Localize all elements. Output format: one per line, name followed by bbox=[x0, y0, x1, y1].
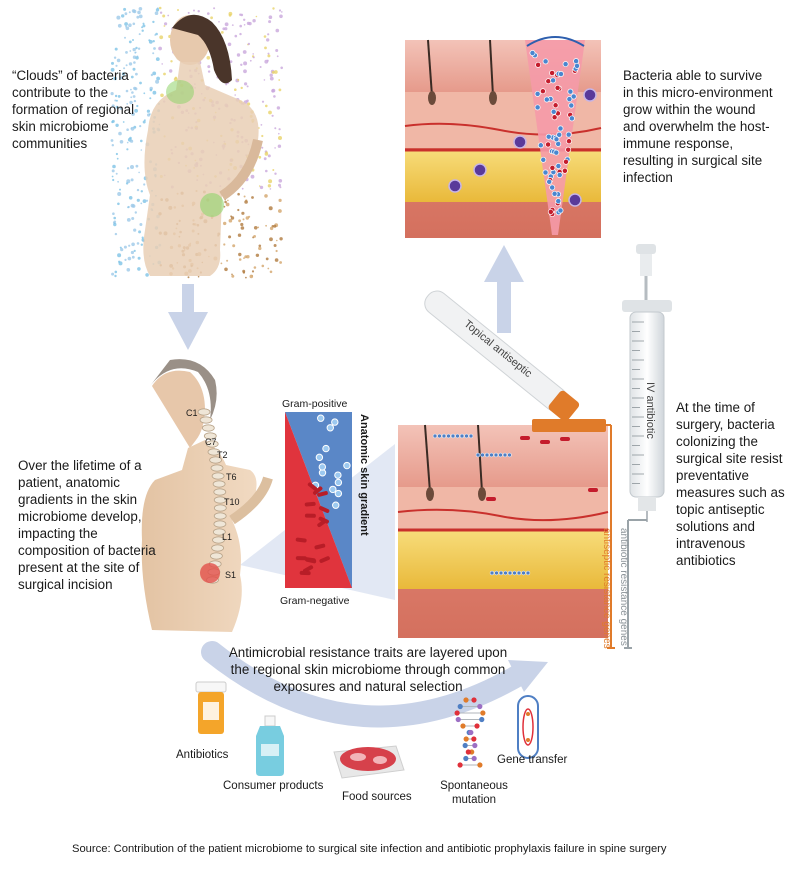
woman-bacteria-clouds bbox=[110, 6, 284, 279]
spine-label-l1: L1 bbox=[222, 532, 233, 542]
caption-surgery-resistance: At the time of surgery, bacteria coloniz… bbox=[676, 400, 785, 568]
gram-negative-label: Gram-negative bbox=[280, 595, 350, 607]
caption-bacteria-clouds: “Clouds” of bacteria contribute to the f… bbox=[12, 68, 135, 151]
spine-label-s1: S1 bbox=[225, 570, 237, 580]
gene-transfer-plasmid-icon bbox=[517, 695, 539, 759]
consumer-products-bottle-icon bbox=[256, 715, 284, 776]
antiseptic-gene-line bbox=[606, 424, 615, 649]
consumer-products-label: Consumer products bbox=[223, 780, 324, 792]
iv-antibiotic-syringe bbox=[622, 244, 672, 522]
antibiotic-gene-line bbox=[624, 519, 647, 649]
source-citation: Source: Contribution of the patient micr… bbox=[72, 843, 667, 855]
spine-label-t10: T10 bbox=[224, 497, 240, 507]
food-sources-label: Food sources bbox=[342, 791, 412, 803]
antibiotics-pill-bottle-icon bbox=[195, 681, 227, 734]
gram-gradient-panel bbox=[285, 412, 352, 588]
gradient-axis-label: Anatomic skin gradient bbox=[358, 414, 370, 536]
older-patient-spine bbox=[141, 359, 273, 632]
antibiotic-genes-label: antibiotic resistance genes bbox=[618, 528, 629, 646]
iv-antibiotic-label: IV antibiotic bbox=[644, 382, 656, 439]
surgical-site-skin-section bbox=[397, 419, 609, 638]
gram-positive-label: Gram-positive bbox=[282, 398, 348, 410]
caption-wound-infection: Bacteria able to survive in this micro-e… bbox=[623, 68, 773, 185]
flow-arrow-up bbox=[484, 245, 524, 333]
spine-label-c7: C7 bbox=[205, 437, 217, 447]
food-sources-meat-icon bbox=[333, 745, 405, 779]
spine-label-c1: C1 bbox=[186, 408, 198, 418]
gene-transfer-label: Gene transfer bbox=[497, 754, 568, 766]
caption-anatomic-gradients: Over the lifetime of a patient, anatomic… bbox=[18, 458, 156, 592]
antibiotics-label: Antibiotics bbox=[176, 749, 229, 761]
spontaneous-mutation-label: Spontaneous mutation bbox=[440, 780, 508, 806]
spontaneous-mutation-dna-icon bbox=[454, 697, 486, 768]
spine-label-t2: T2 bbox=[217, 450, 228, 460]
antiseptic-genes-label: antiseptic resistance genes bbox=[601, 528, 612, 649]
resistance-arc-arrow bbox=[201, 641, 535, 728]
spine-label-t6: T6 bbox=[226, 472, 237, 482]
flow-arrow-down bbox=[168, 284, 208, 350]
caption-resistance-traits: Antimicrobial resistance traits are laye… bbox=[228, 645, 508, 694]
topical-antiseptic-applicator bbox=[424, 290, 580, 422]
infected-wound-skin-section bbox=[404, 36, 602, 238]
